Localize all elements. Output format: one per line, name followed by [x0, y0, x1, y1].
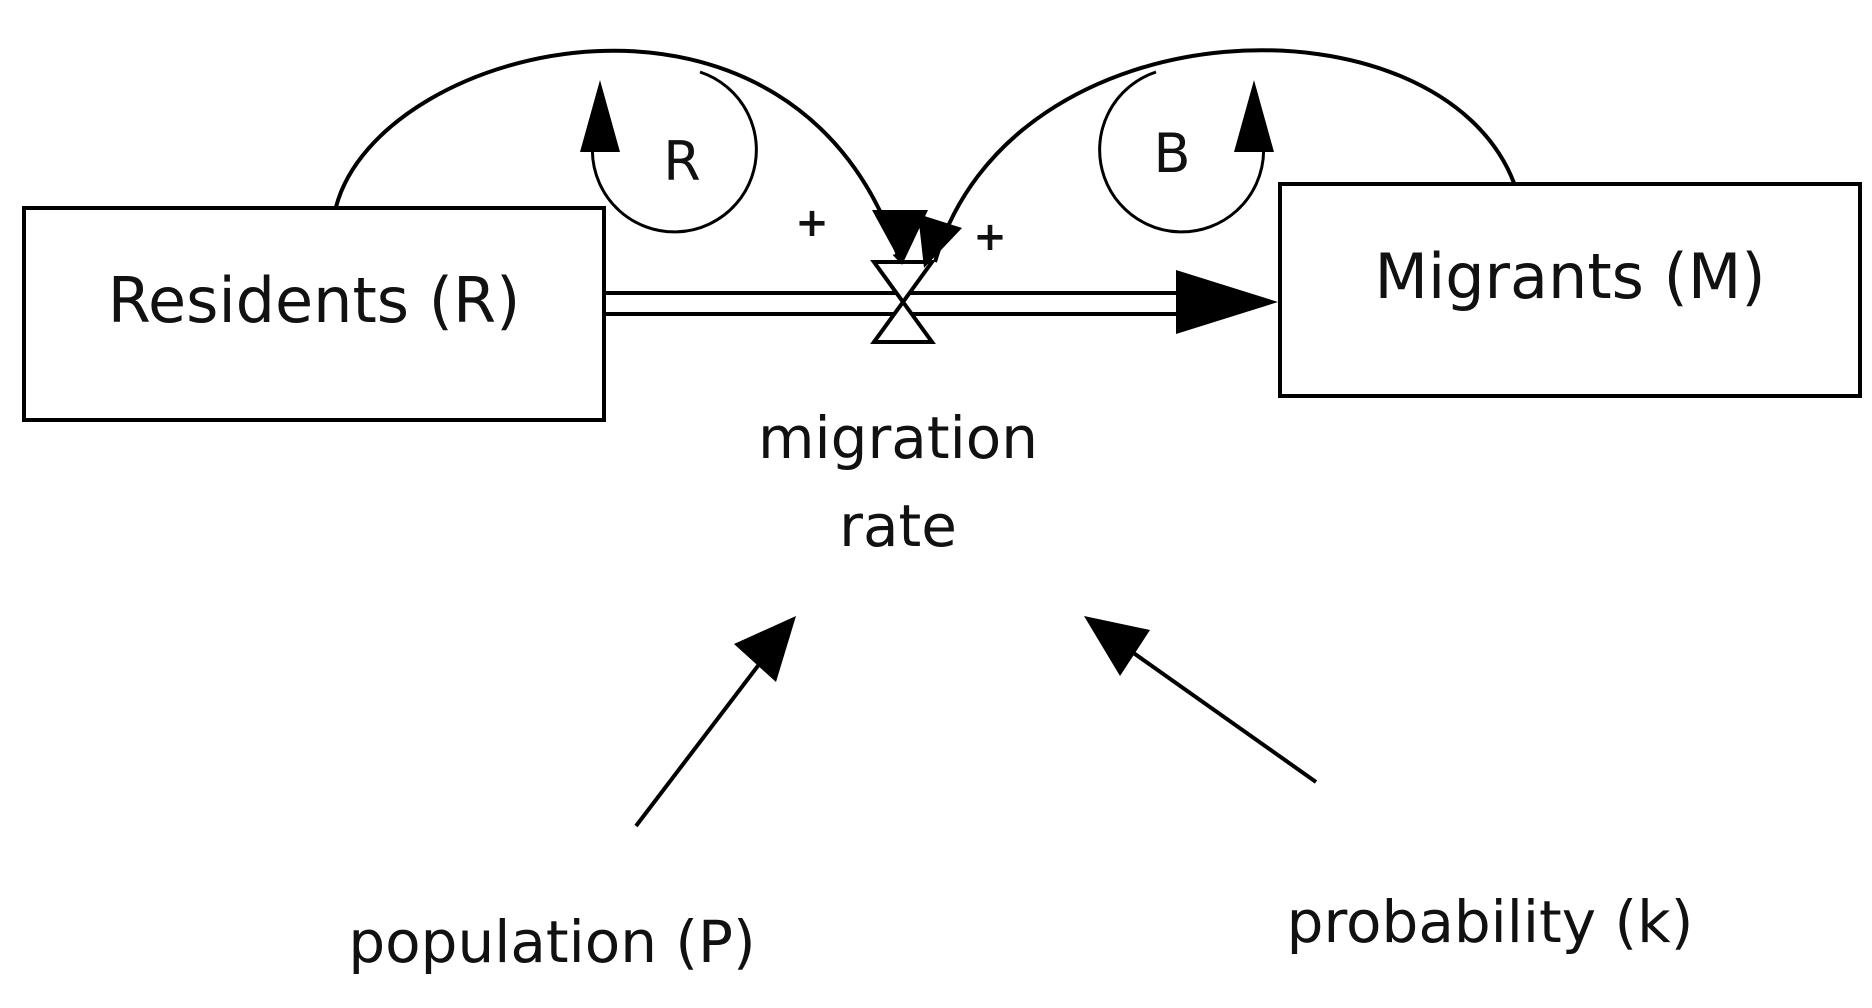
residents-link-polarity: + [795, 200, 829, 246]
migration-rate-label-line1: migration [758, 404, 1038, 472]
balancing-loop-label: B [1153, 122, 1190, 185]
valve-bottom-triangle [870, 298, 936, 344]
migration-rate-valve-icon[interactable] [870, 260, 936, 344]
residents-stock-label: Residents (R) [108, 264, 521, 337]
migration-flow-pipe [604, 270, 1278, 334]
flow-arrowhead-icon [1176, 270, 1278, 334]
residents-to-rate-link-arrowhead-icon [872, 210, 928, 265]
balancing-loop-arc [1098, 70, 1266, 234]
population-variable-label[interactable]: population (P) [348, 908, 755, 976]
reinforcing-loop-arrowhead-icon [580, 80, 620, 152]
population-to-rate-link-arrow [634, 648, 772, 828]
migration-rate-label: migration rate [758, 404, 1038, 560]
migrants-stock-box [1278, 182, 1862, 398]
residents-stock[interactable]: Residents (R) [22, 206, 606, 422]
migrants-stock[interactable]: Migrants (M) [1278, 182, 1862, 398]
migrants-to-rate-link-arrowhead-icon [918, 214, 962, 268]
migrants-to-rate-link-arrow [933, 48, 1516, 263]
migrants-stock-label: Migrants (M) [1374, 240, 1765, 313]
probability-variable-label[interactable]: probability (k) [1287, 888, 1694, 956]
probability-to-rate-link-arrow [1116, 640, 1318, 784]
balancing-loop-arrowhead-icon [1234, 80, 1274, 152]
reinforcing-loop-arc [590, 70, 758, 234]
migration-rate-label-line2: rate [839, 492, 957, 560]
probability-link-arrowhead-icon [1084, 616, 1150, 676]
valve-top-triangle [870, 260, 936, 306]
population-link-arrowhead-icon [734, 616, 796, 682]
reinforcing-loop-label: R [663, 130, 701, 193]
balancing-loop-marker: B [1098, 70, 1274, 234]
reinforcing-loop-marker: R [580, 70, 758, 234]
migrants-link-polarity: + [973, 214, 1007, 260]
residents-to-rate-link-arrow [334, 48, 903, 263]
